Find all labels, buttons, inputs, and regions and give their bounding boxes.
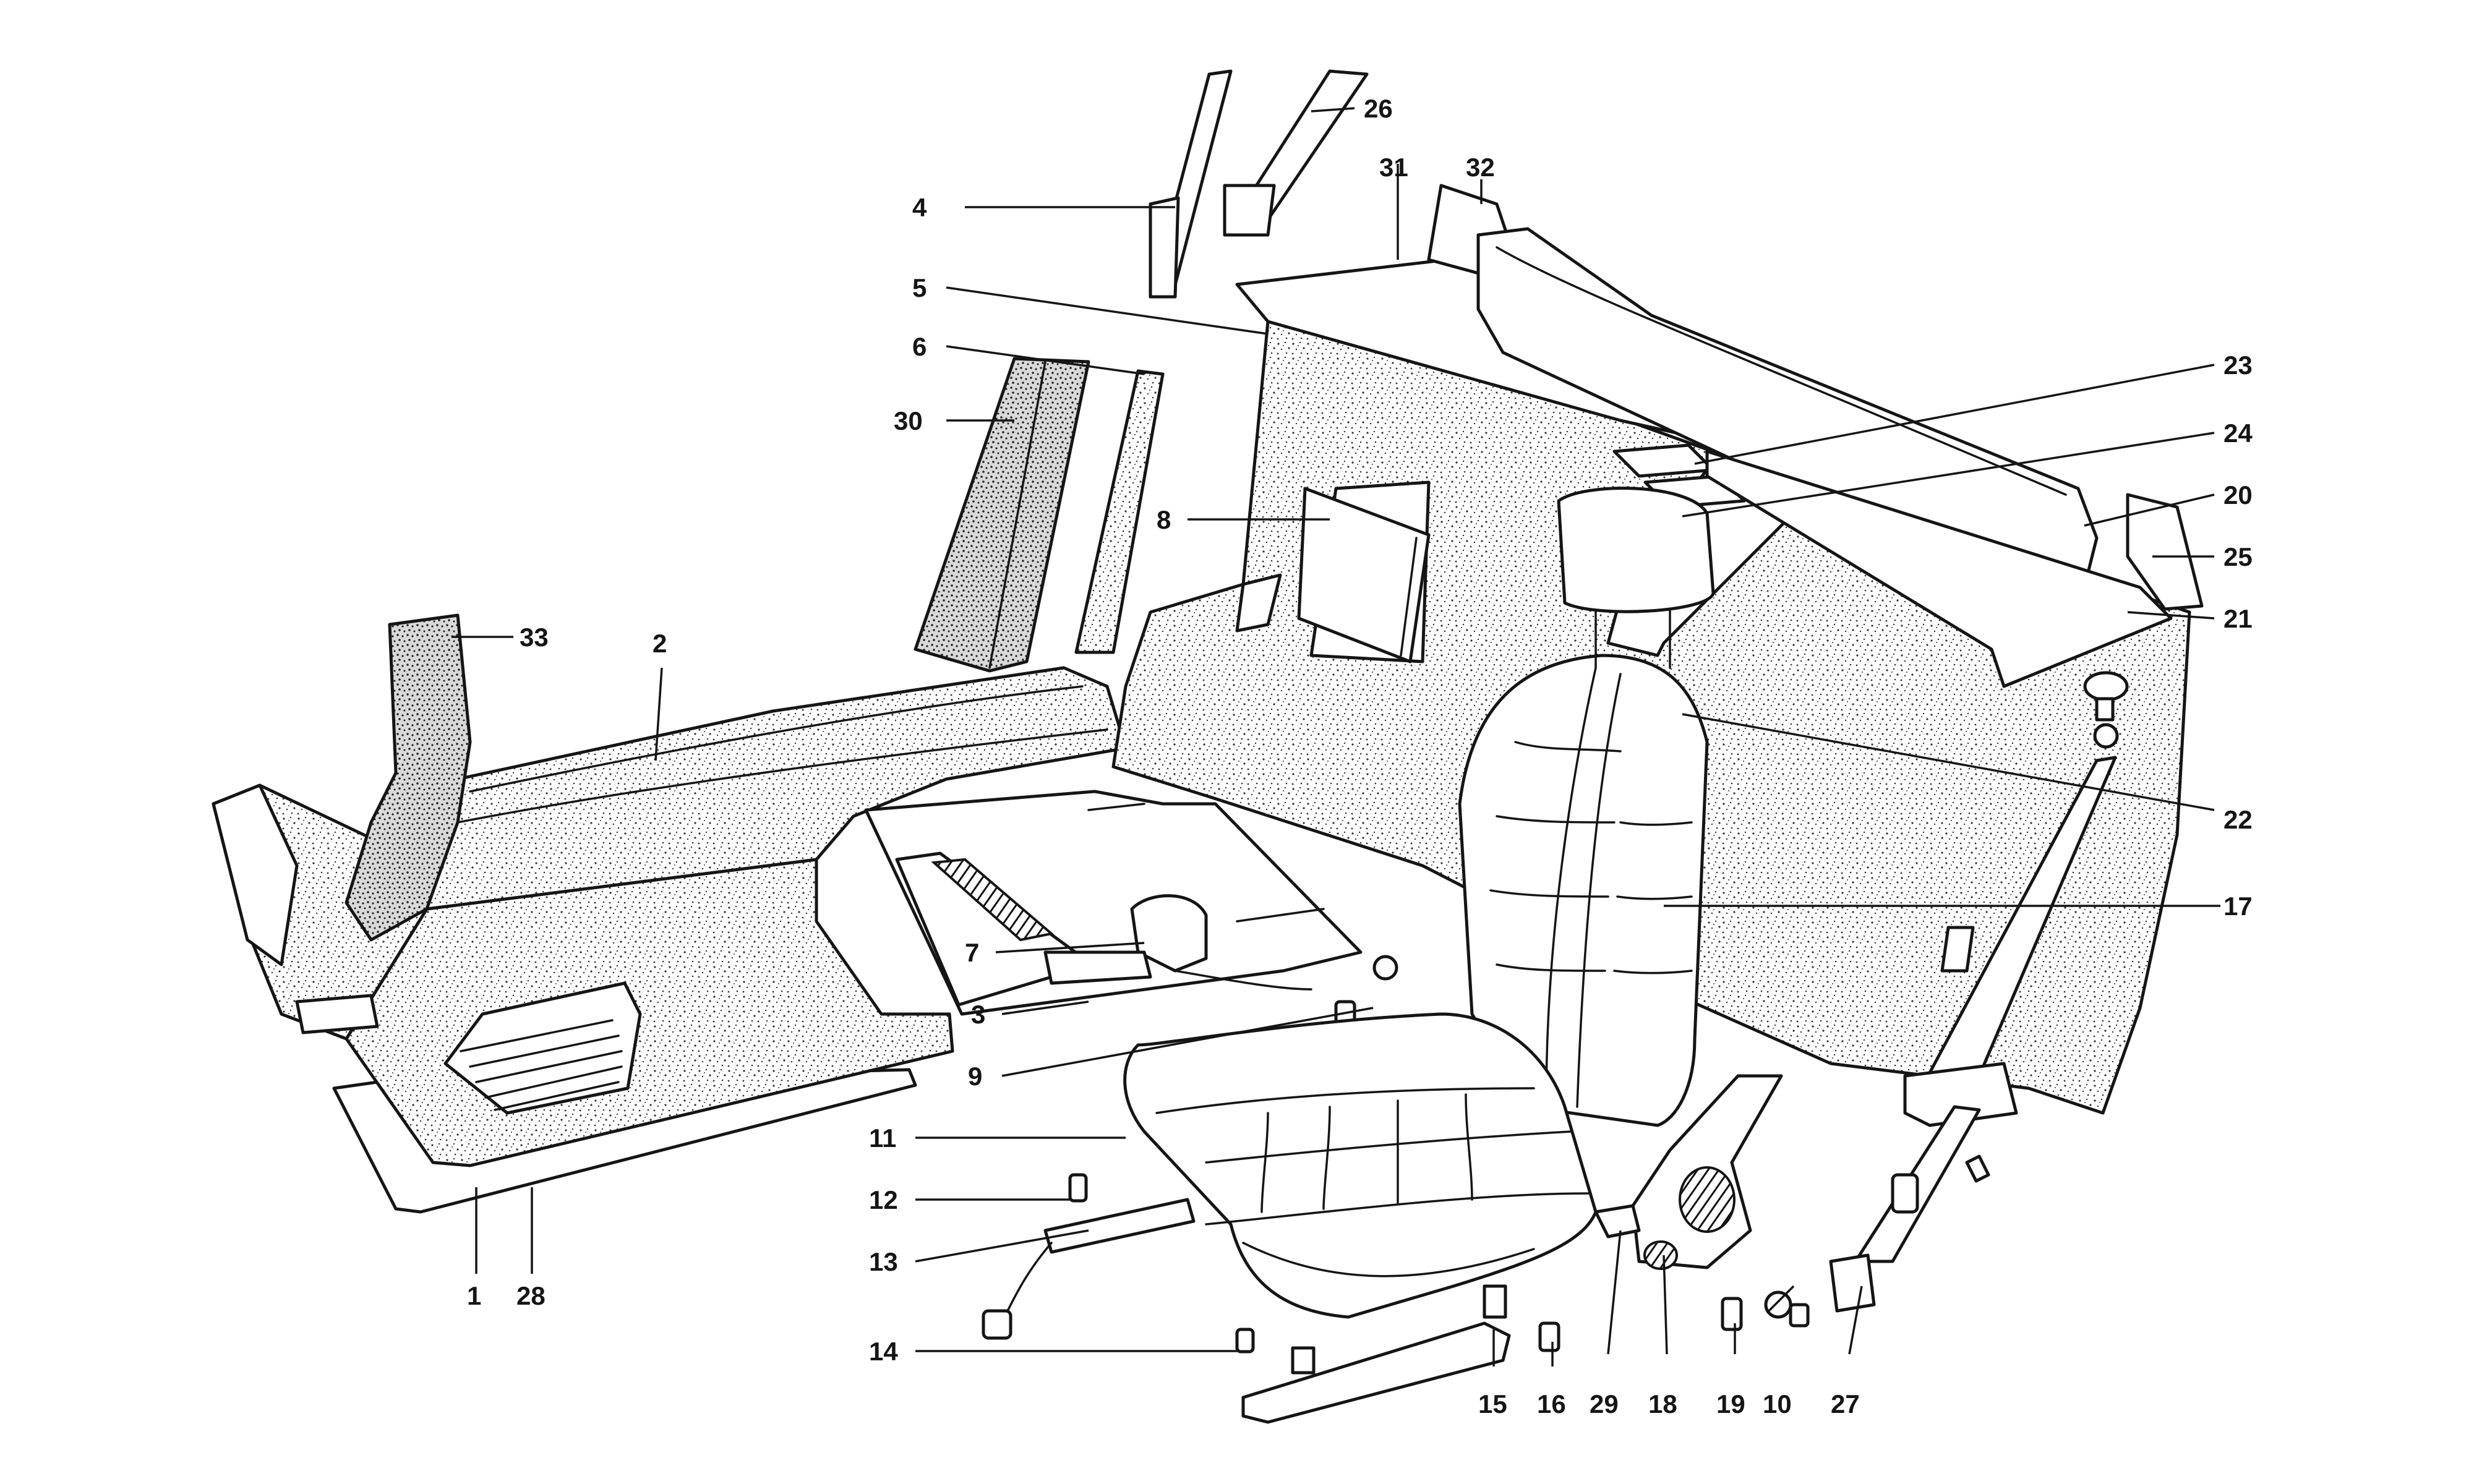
callout-6: 6 [912,332,927,361]
callout-29: 29 [1590,1389,1619,1418]
callout-8: 8 [1157,505,1171,534]
rear-trim-lip [1705,450,2173,688]
lower-pillar-cover [914,357,1090,673]
seat-screw [1235,1328,1255,1354]
callout-labels: 1 2 3 4 5 6 7 8 9 10 11 12 13 14 15 16 1… [467,94,2253,1418]
callout-30: 30 [894,406,923,435]
callout-23: 23 [2224,351,2253,380]
seat-recliner-mechanism [1631,1074,1783,1270]
callout-9: 9 [968,1062,982,1091]
callout-20: 20 [2224,480,2253,510]
callout-15: 15 [1478,1389,1507,1418]
recliner-lever [1594,1204,1641,1239]
leader-lines [452,107,2220,1367]
callout-3: 3 [971,1000,985,1029]
tunnel-carpet [864,790,1363,1016]
rear-deck-trim [1476,227,2099,589]
callout-27: 27 [1831,1389,1860,1418]
callout-19: 19 [1716,1389,1745,1418]
seat-belt-assembly [1829,671,2129,1313]
storage-pocket [1297,487,1431,663]
seat-bolt [1068,1173,1088,1203]
callout-11: 11 [869,1124,896,1153]
callout-13: 13 [869,1247,898,1276]
seat-cushion [1123,1012,1598,1319]
upper-pillar-trim [1149,69,1233,299]
callout-32: 32 [1466,153,1495,182]
lower-pillar-trim [1074,369,1165,654]
callout-5: 5 [912,273,927,302]
kick-panel [212,613,472,1034]
headrest [1557,487,1715,669]
seat-back [1458,654,1709,1127]
seat-slide-rail [1241,1284,1511,1424]
callout-24: 24 [2224,419,2253,448]
inner-upper-pillar-trim [1223,69,1369,237]
callout-22: 22 [2224,805,2253,834]
slide-rail-bolt [1538,1321,1560,1352]
callout-33: 33 [520,623,549,652]
callout-7: 7 [965,938,979,967]
callout-26: 26 [1364,94,1393,123]
callout-1: 1 [467,1281,481,1310]
callout-21: 21 [2224,604,2253,633]
callout-4: 4 [912,193,927,222]
hand-brake-boot [1043,894,1312,991]
callout-18: 18 [1648,1389,1677,1418]
callout-28: 28 [516,1281,546,1310]
callout-14: 14 [869,1337,898,1366]
callout-10: 10 [1763,1389,1792,1418]
callout-16: 16 [1537,1389,1566,1418]
seat-runner-and-cable [982,1198,1196,1340]
callout-12: 12 [869,1185,898,1214]
callout-2: 2 [653,629,667,658]
callout-25: 25 [2224,542,2253,571]
belt-anchor-bolts [1721,1290,1810,1331]
callout-31: 31 [1379,153,1408,182]
front-floor-carpet [345,858,954,1167]
callout-17: 17 [2224,892,2253,921]
